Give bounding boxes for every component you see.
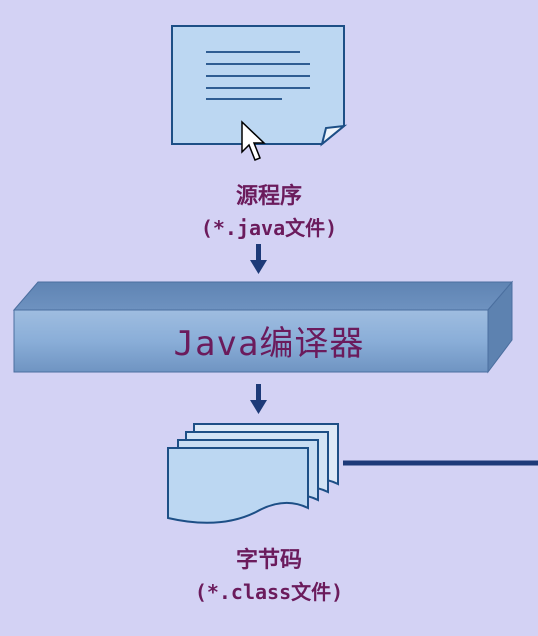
bytecode-subtitle: (*.class文件) [194,580,344,604]
compiler-label: Java编译器 [173,324,365,364]
bytecode-title: 字节码 [235,548,302,573]
compiler-bar [12,280,514,374]
source-document-icon [171,25,348,147]
mouse-cursor-icon [241,120,266,161]
source-title: 源程序 [235,184,302,209]
arrow-compiler-to-bytecode [250,384,267,414]
arrow-source-to-compiler [250,244,267,274]
bytecode-pages-icon [167,423,339,524]
source-subtitle: (*.java文件) [200,216,338,240]
